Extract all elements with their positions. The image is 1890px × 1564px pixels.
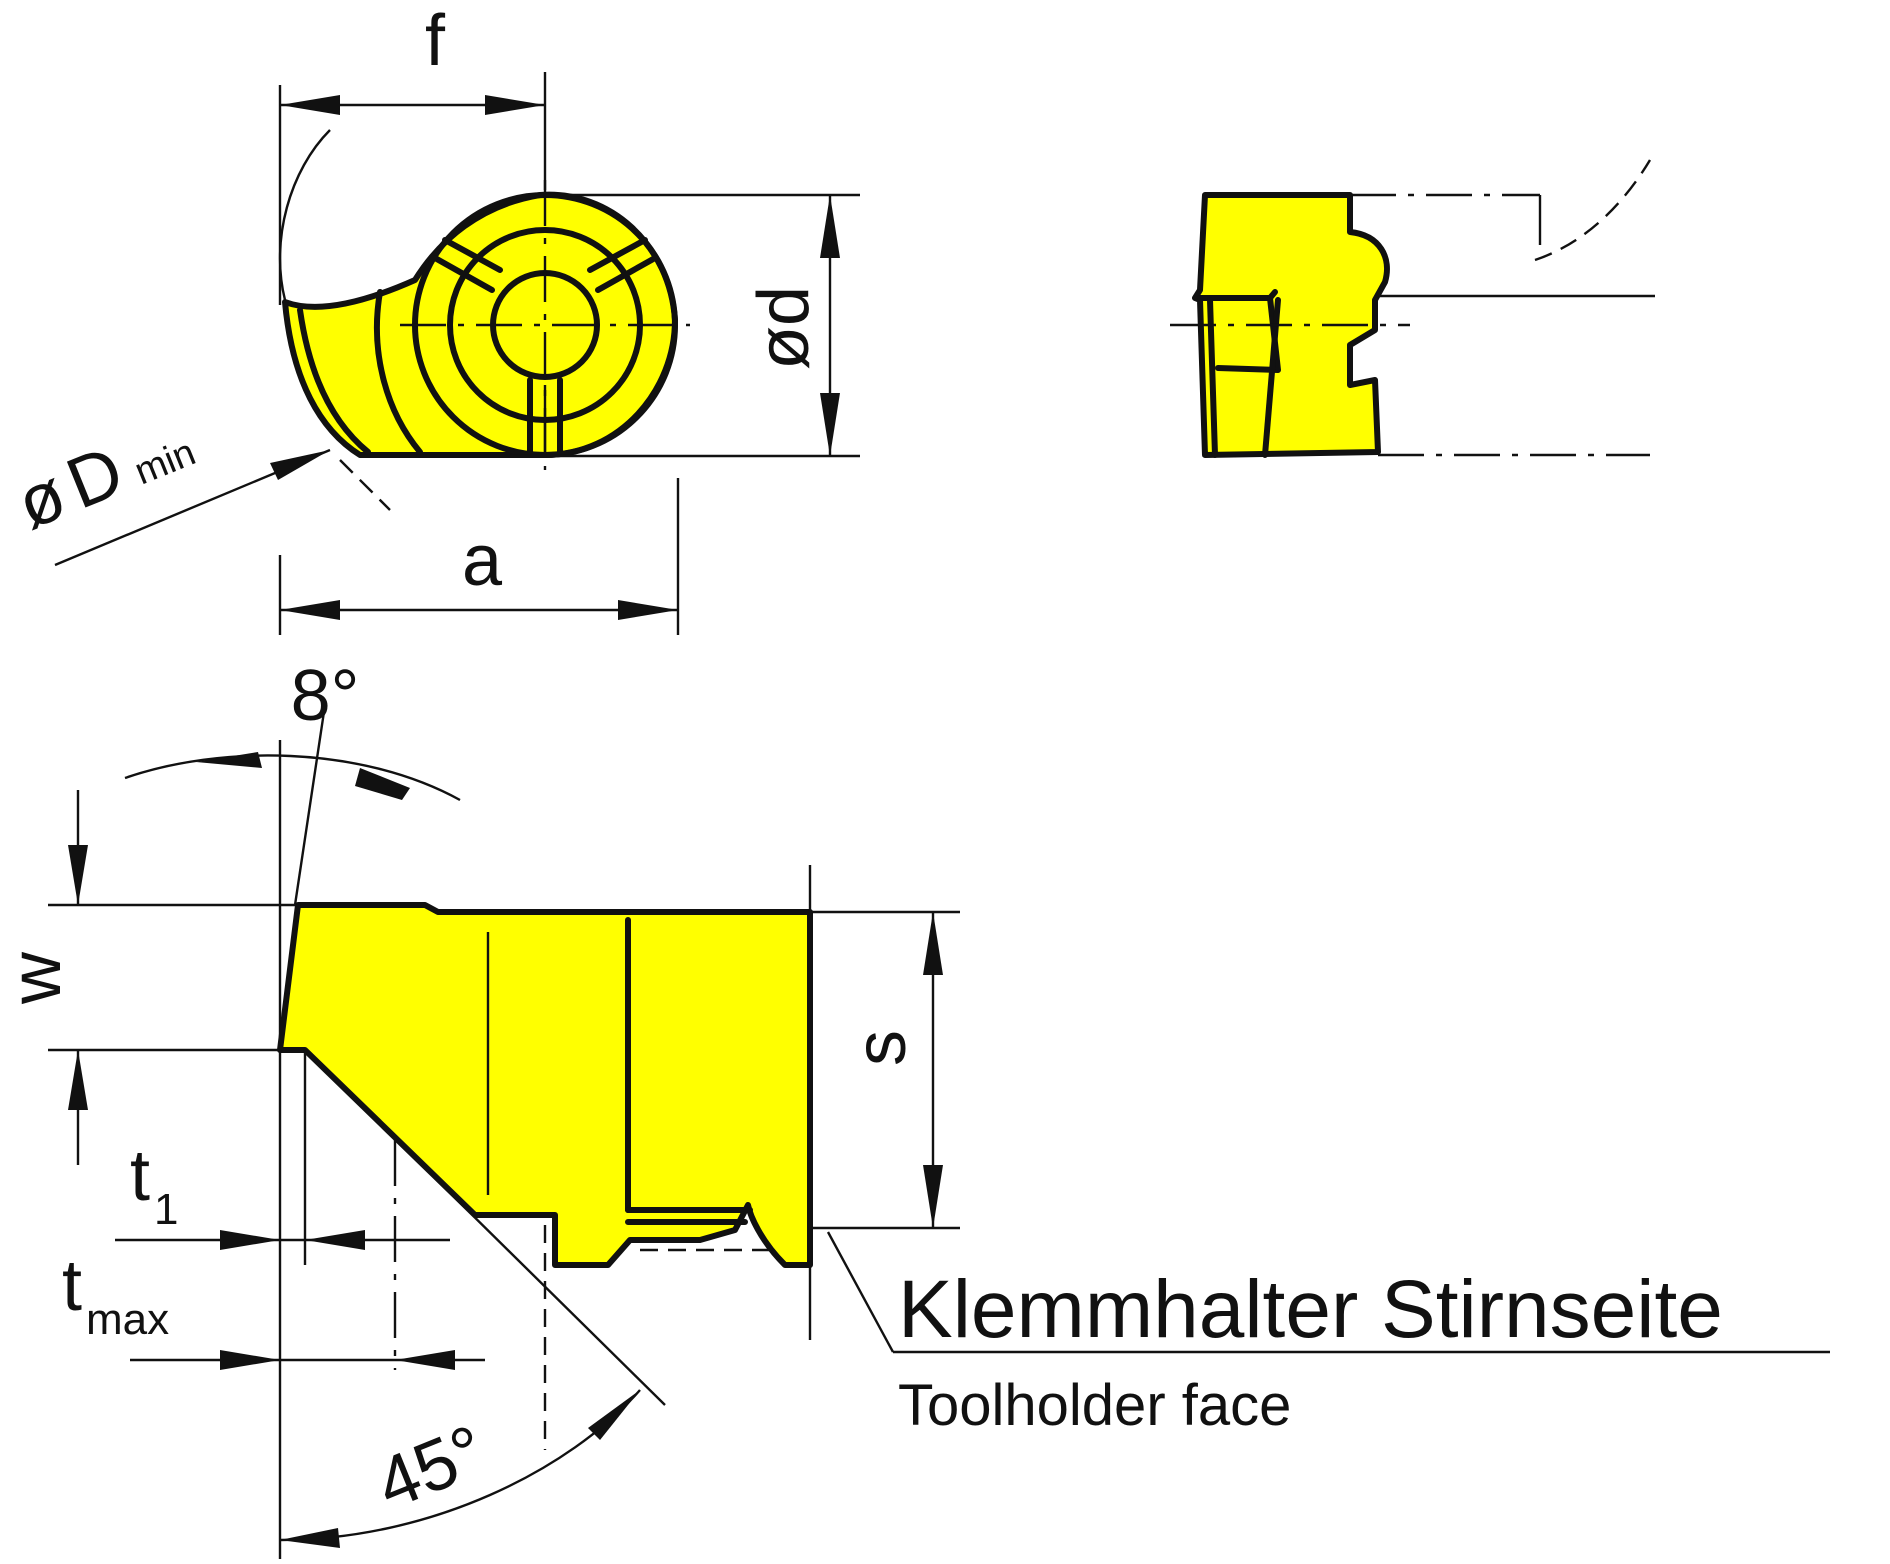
label-tmax: tmax [62, 1246, 169, 1344]
label-dmin: øDmin [6, 403, 204, 545]
f-arrow-right [485, 95, 545, 115]
insert-rib-top-left [432, 237, 503, 293]
chamfer-line [304, 1049, 666, 1406]
label-d: ød [744, 286, 824, 370]
tmax-sub: max [86, 1295, 169, 1344]
t1-arrow-left [220, 1230, 280, 1250]
profile-body [277, 902, 813, 1268]
tmax-main: t [62, 1246, 82, 1326]
f-arrow-left [280, 95, 340, 115]
dmin-arc [278, 129, 331, 301]
label-a: a [462, 521, 503, 601]
side-view [1170, 159, 1655, 458]
s-arrow-top [923, 912, 943, 975]
profile-view: 8° 45° w s [0, 656, 1830, 1564]
insert-lip-curve-2 [373, 289, 423, 455]
label-angle8: 8° [291, 656, 360, 736]
insert-lip-curve-1 [297, 307, 371, 455]
label-s: s [841, 1030, 921, 1066]
angle8-arrow-left [196, 752, 262, 768]
label-angle45: 45° [366, 1410, 497, 1525]
label-f: f [425, 1, 446, 81]
dmin-arc-dash [339, 459, 391, 511]
insert-rib-top-right [587, 237, 658, 293]
side-facet-2 [1215, 295, 1281, 373]
dmin-sub: min [129, 432, 202, 494]
s-arrow-bottom [923, 1165, 943, 1228]
angle45-arrow-right [588, 1390, 640, 1440]
label-toolholder-de: Klemmhalter Stirnseite [898, 1264, 1723, 1355]
dmin-arrow [270, 450, 330, 480]
side-arc-dash [1534, 159, 1652, 262]
label-toolholder-en: Toolholder face [898, 1373, 1291, 1438]
w-arrow-bottom [68, 1050, 88, 1110]
insert-rib-bottom [527, 377, 563, 455]
t1-main: t [130, 1136, 150, 1216]
a-arrow-right [618, 600, 678, 620]
angle8-arrow-right [355, 768, 410, 800]
angle8-slanted [293, 704, 327, 906]
label-t1: t1 [130, 1136, 179, 1234]
profile-groove [625, 1207, 753, 1225]
tmax-arrow-left [220, 1350, 280, 1370]
label-w: w [0, 951, 76, 1005]
front-view: f ød øDmin a [6, 1, 860, 635]
t1-arrow-right [305, 1230, 365, 1250]
a-arrow-left [280, 600, 340, 620]
tmax-arrow-right [395, 1350, 455, 1370]
w-arrow-top [68, 845, 88, 905]
toolholder-leader [826, 1231, 895, 1353]
angle45-arrow-left [280, 1528, 340, 1548]
t1-sub: 1 [154, 1185, 178, 1234]
angle8-arc [124, 754, 461, 802]
d-arrow-bottom [820, 393, 840, 456]
d-arrow-top [820, 195, 840, 258]
